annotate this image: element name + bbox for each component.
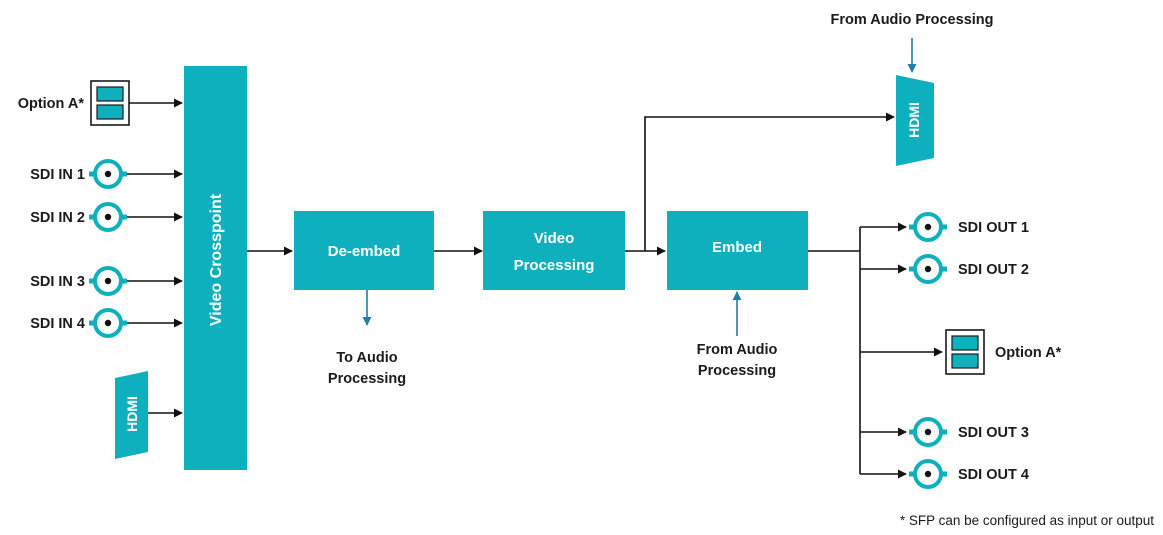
bnc-connector-icon — [87, 266, 129, 296]
input-sdi-3: SDI IN 3 — [30, 266, 183, 296]
wire-video-to-hdmi-out — [644, 112, 895, 251]
sdi-out-3-label: SDI OUT 3 — [958, 425, 1029, 441]
sfp-module-icon — [90, 80, 130, 126]
input-hdmi: HDMI — [115, 371, 183, 459]
deembed-label: De-embed — [328, 243, 401, 260]
output-option-a: Option A* — [860, 329, 1062, 375]
output-sdi-4: SDI OUT 4 — [860, 459, 1029, 489]
from-audio-embed-line-1: From Audio — [697, 342, 778, 358]
video-processing-line-2: Processing — [514, 257, 595, 274]
input-option-a-label: Option A* — [18, 96, 85, 112]
bnc-connector-icon — [907, 254, 949, 284]
sdi-in-4-label: SDI IN 4 — [30, 316, 85, 332]
input-hdmi-label: HDMI — [124, 396, 140, 432]
output-sdi-1: SDI OUT 1 — [860, 212, 1029, 242]
embed-block: Embed — [667, 211, 808, 290]
input-sdi-4: SDI IN 4 — [30, 308, 183, 338]
hdmi-port-icon — [115, 371, 148, 459]
hdmi-port-icon — [896, 75, 934, 166]
video-crosspoint-block: Video Crosspoint — [184, 66, 247, 470]
embed-label: Embed — [712, 239, 762, 256]
output-option-a-label: Option A* — [995, 345, 1062, 361]
from-audio-embed-line-2: Processing — [698, 363, 776, 379]
sfp-module-icon — [945, 329, 985, 375]
output-sdi-3: SDI OUT 3 — [860, 417, 1029, 447]
sdi-out-4-label: SDI OUT 4 — [958, 467, 1029, 483]
output-hdmi: From Audio Processing HDMI — [830, 12, 994, 166]
sdi-in-3-label: SDI IN 3 — [30, 274, 85, 290]
bnc-connector-icon — [907, 212, 949, 242]
deembed-block: De-embed — [294, 211, 434, 290]
to-audio-line-2: Processing — [328, 371, 406, 387]
output-hdmi-label: HDMI — [906, 102, 922, 138]
sdi-in-2-label: SDI IN 2 — [30, 210, 85, 226]
sdi-in-1-label: SDI IN 1 — [30, 167, 85, 183]
from-audio-hdmi-label: From Audio Processing — [830, 12, 993, 28]
bnc-connector-icon — [87, 159, 129, 189]
bnc-connector-icon — [87, 202, 129, 232]
video-crosspoint-label: Video Crosspoint — [208, 193, 225, 326]
to-audio-line-1: To Audio — [336, 350, 397, 366]
footnote: * SFP can be configured as input or outp… — [900, 513, 1154, 528]
video-processing-line-1: Video — [534, 230, 575, 247]
output-sdi-2: SDI OUT 2 — [860, 254, 1029, 284]
bnc-connector-icon — [87, 308, 129, 338]
sdi-out-2-label: SDI OUT 2 — [958, 262, 1029, 278]
input-sdi-1: SDI IN 1 — [30, 159, 183, 189]
sdi-out-1-label: SDI OUT 1 — [958, 220, 1029, 236]
bnc-connector-icon — [907, 459, 949, 489]
input-sdi-2: SDI IN 2 — [30, 202, 183, 232]
bnc-connector-icon — [907, 417, 949, 447]
input-option-a: Option A* — [18, 80, 183, 126]
